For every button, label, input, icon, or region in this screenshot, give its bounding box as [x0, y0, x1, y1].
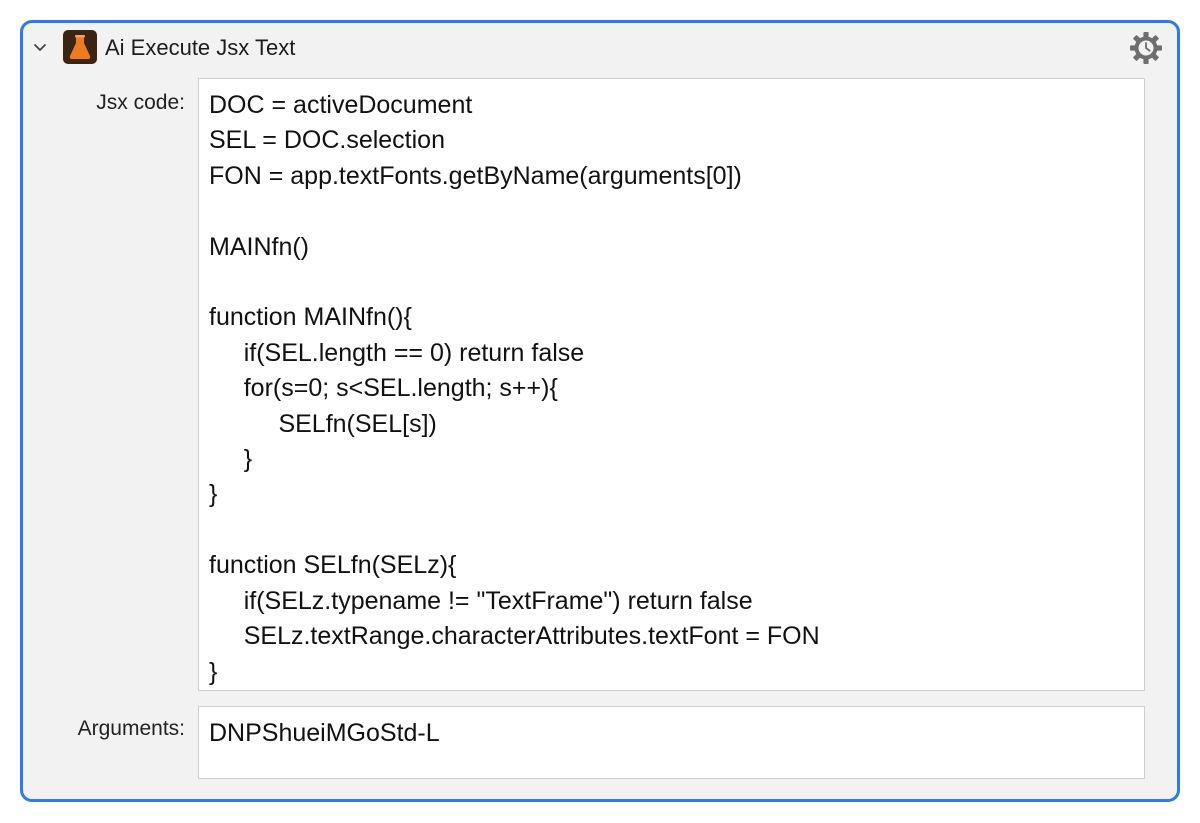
arguments-field[interactable]: DNPShueiMGoStd-L — [198, 706, 1145, 779]
chevron-down-icon[interactable] — [29, 37, 51, 59]
jsx-code-field[interactable]: DOC = activeDocument SEL = DOC.selection… — [198, 78, 1145, 691]
arguments-label: Arguments: — [77, 717, 185, 740]
action-title: Ai Execute Jsx Text — [105, 35, 296, 60]
action-panel: Ai Execute Jsx Text Jsx code: DOC = acti… — [20, 20, 1180, 802]
gear-clock-icon[interactable] — [1127, 29, 1165, 67]
illustrator-flask-icon — [63, 30, 97, 64]
jsx-code-label: Jsx code: — [96, 91, 185, 114]
action-header: Ai Execute Jsx Text — [23, 23, 1177, 75]
